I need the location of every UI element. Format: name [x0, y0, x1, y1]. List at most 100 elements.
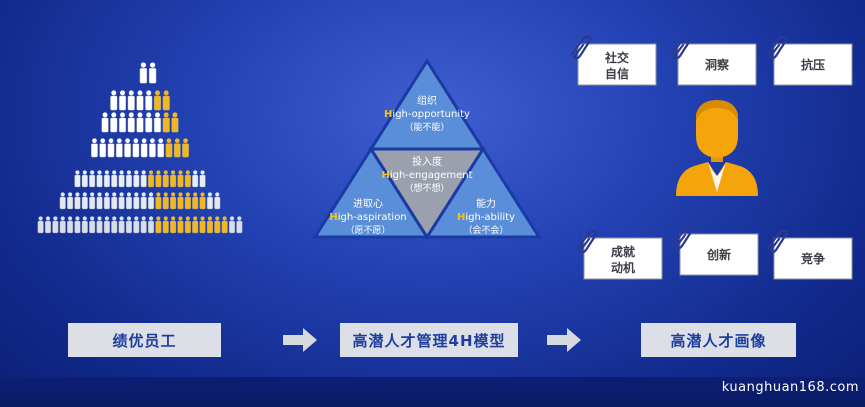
paperclip-icon	[766, 36, 789, 60]
person-icon	[148, 170, 155, 188]
trait-note-resilience: 抗压	[766, 36, 853, 86]
trait-note-social-line2: 自信	[605, 66, 629, 81]
person-icon	[184, 216, 191, 234]
person-icon	[162, 170, 169, 188]
person-icon	[199, 216, 206, 234]
people-pyramid	[37, 62, 243, 234]
person-icon	[165, 138, 173, 158]
trait-note-competition-line1: 竞争	[801, 251, 825, 266]
person-icon	[192, 170, 199, 188]
four-h-model: 组织 High-opportunity （能不能） 投入度 High-engag…	[312, 58, 542, 240]
trait-note-achievement-line1: 成就	[611, 244, 635, 259]
person-icon	[52, 216, 59, 234]
person-icon	[155, 170, 162, 188]
trait-note-insight: 洞察	[670, 36, 757, 86]
person-icon	[206, 192, 213, 210]
person-icon	[118, 192, 125, 210]
person-icon	[148, 192, 155, 210]
person-icon	[177, 170, 184, 188]
person-icon	[140, 170, 147, 188]
person-icon	[162, 192, 169, 210]
person-icon	[125, 170, 132, 188]
person-icon	[171, 112, 179, 133]
person-icon	[192, 216, 199, 234]
person-icon	[96, 192, 103, 210]
person-icon	[103, 170, 110, 188]
person-icon	[236, 216, 243, 234]
person-icon	[140, 216, 147, 234]
person-icon	[155, 192, 162, 210]
person-icon	[140, 192, 147, 210]
person-icon	[111, 170, 118, 188]
model-right-label: High-ability	[457, 212, 515, 223]
model-left-label: High-aspiration	[329, 212, 406, 223]
person-icon	[170, 192, 177, 210]
model-center-note: （想不想）	[404, 182, 449, 194]
trait-note-insight-line1: 洞察	[705, 57, 730, 72]
person-icon	[89, 170, 96, 188]
person-icon	[81, 216, 88, 234]
person-icon	[127, 90, 135, 111]
person-icon	[153, 112, 162, 133]
person-icon	[110, 112, 118, 133]
paperclip-icon	[570, 36, 593, 60]
person-icon	[148, 216, 155, 234]
person-icon	[111, 216, 118, 234]
person-icon	[111, 192, 118, 210]
person-icon	[115, 138, 123, 158]
person-icon	[67, 192, 74, 210]
paperclip-icon	[670, 36, 693, 60]
person-icon	[199, 170, 206, 188]
paperclip-icon	[672, 226, 695, 250]
trait-note-competition: 竞争	[766, 230, 853, 280]
person-icon	[81, 170, 88, 188]
model-left-note: （愿不愿）	[345, 225, 390, 236]
person-icon	[118, 216, 125, 234]
person-icon	[127, 112, 135, 133]
arrow-right-icon	[283, 328, 317, 352]
person-icon	[229, 216, 235, 234]
person-icon	[173, 138, 181, 158]
person-icon	[133, 216, 140, 234]
step-4h-model: 高潜人才管理4H模型	[340, 323, 518, 357]
person-icon	[118, 112, 127, 133]
person-icon	[145, 90, 153, 111]
person-icon	[125, 192, 132, 210]
person-icon	[67, 216, 74, 234]
person-icon	[184, 170, 191, 188]
person-icon	[107, 138, 115, 158]
person-icon	[136, 90, 144, 111]
person-icon	[37, 216, 44, 234]
person-icon	[139, 62, 148, 84]
person-icon	[118, 170, 125, 188]
person-icon	[177, 192, 184, 210]
person-icon	[182, 138, 189, 158]
model-top-note: （能不能）	[404, 121, 449, 133]
trait-note-achievement-line2: 动机	[611, 260, 635, 275]
person-icon	[177, 216, 184, 234]
person-icon	[118, 90, 127, 111]
trait-note-social-line1: 社交	[604, 50, 629, 65]
person-icon	[124, 138, 131, 158]
trait-note-innovation-line1: 创新	[706, 247, 731, 262]
person-icon	[59, 192, 66, 210]
model-center-triangle	[368, 147, 486, 240]
person-icon	[148, 62, 157, 84]
person-icon	[149, 138, 156, 158]
trait-note-achievement: 成就 动机	[576, 230, 663, 280]
person-icon	[132, 138, 140, 158]
person-icon	[170, 170, 177, 188]
person-icon	[157, 138, 165, 158]
person-icon	[96, 216, 103, 234]
person-icon	[133, 192, 140, 210]
person-icon	[162, 90, 170, 111]
person-icon	[140, 138, 148, 158]
person-icon	[145, 112, 153, 133]
person-avatar-icon	[676, 100, 758, 196]
person-icon	[155, 216, 162, 234]
person-icon	[103, 192, 110, 210]
person-icon	[45, 216, 51, 234]
person-icon	[89, 216, 96, 234]
trait-note-social: 社交 自信	[570, 36, 657, 86]
person-icon	[91, 138, 98, 158]
